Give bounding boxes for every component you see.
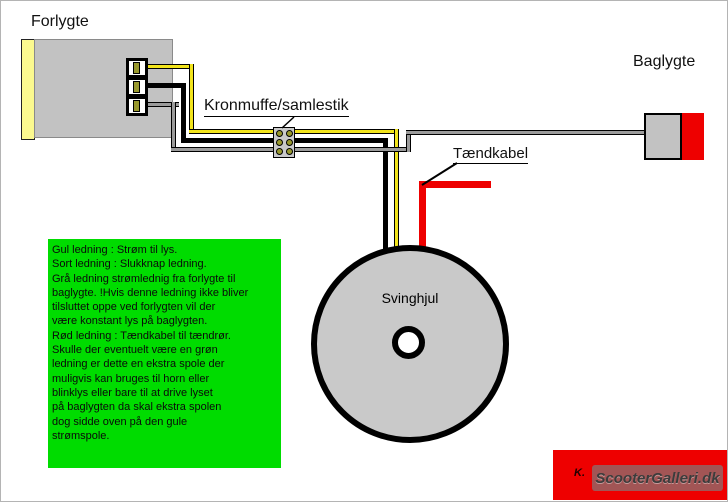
headlight-lens [21,39,35,140]
terminal-pin [133,100,140,112]
gray-wire-segment [406,130,411,152]
headlight-terminal-1 [126,58,148,78]
connector-contact [275,139,283,146]
headlight-body [34,39,173,138]
ignition-cable-label: Tændkabel [453,145,529,164]
red-ignition-cable-segment [419,181,426,249]
watermark-site-text: ScooterGalleri.dk [595,469,720,487]
yellow-wire-segment [148,64,194,69]
terminal-pin [133,81,140,93]
connector-block [273,127,295,158]
taillight-body [644,113,682,160]
watermark-strip: ScooterGalleri.dk [592,465,723,491]
terminal-pin [133,62,140,74]
black-wire-segment [148,83,186,88]
yellow-wire-segment [394,129,399,249]
headlight-terminal-2 [126,77,148,97]
gray-wire-segment [406,130,644,135]
wire-color-note: Gul ledning : Strøm til lys. Sort lednin… [48,239,281,468]
black-wire-segment [181,83,186,143]
taillight-red-lens [682,113,704,160]
flywheel-label: Svinghjul [381,290,439,306]
connector-contact [285,139,293,146]
watermark-prefix-text: K. [574,467,585,479]
connector-label: Kronmuffe/samlestik [204,97,349,117]
taillight-label: Baglygte [633,53,696,70]
connector-contact [275,130,283,137]
connector-contact [275,148,283,155]
gray-wire-segment [171,102,176,152]
red-ignition-cable-segment [419,181,491,188]
flywheel-center-hole [392,326,425,359]
headlight-label: Forlygte [31,13,89,30]
black-wire-segment [383,138,388,250]
headlight-terminal-3 [126,96,148,116]
connector-contact [285,130,293,137]
yellow-wire-segment [189,64,194,131]
gray-wire-segment [148,102,179,107]
connector-contact [285,148,293,155]
